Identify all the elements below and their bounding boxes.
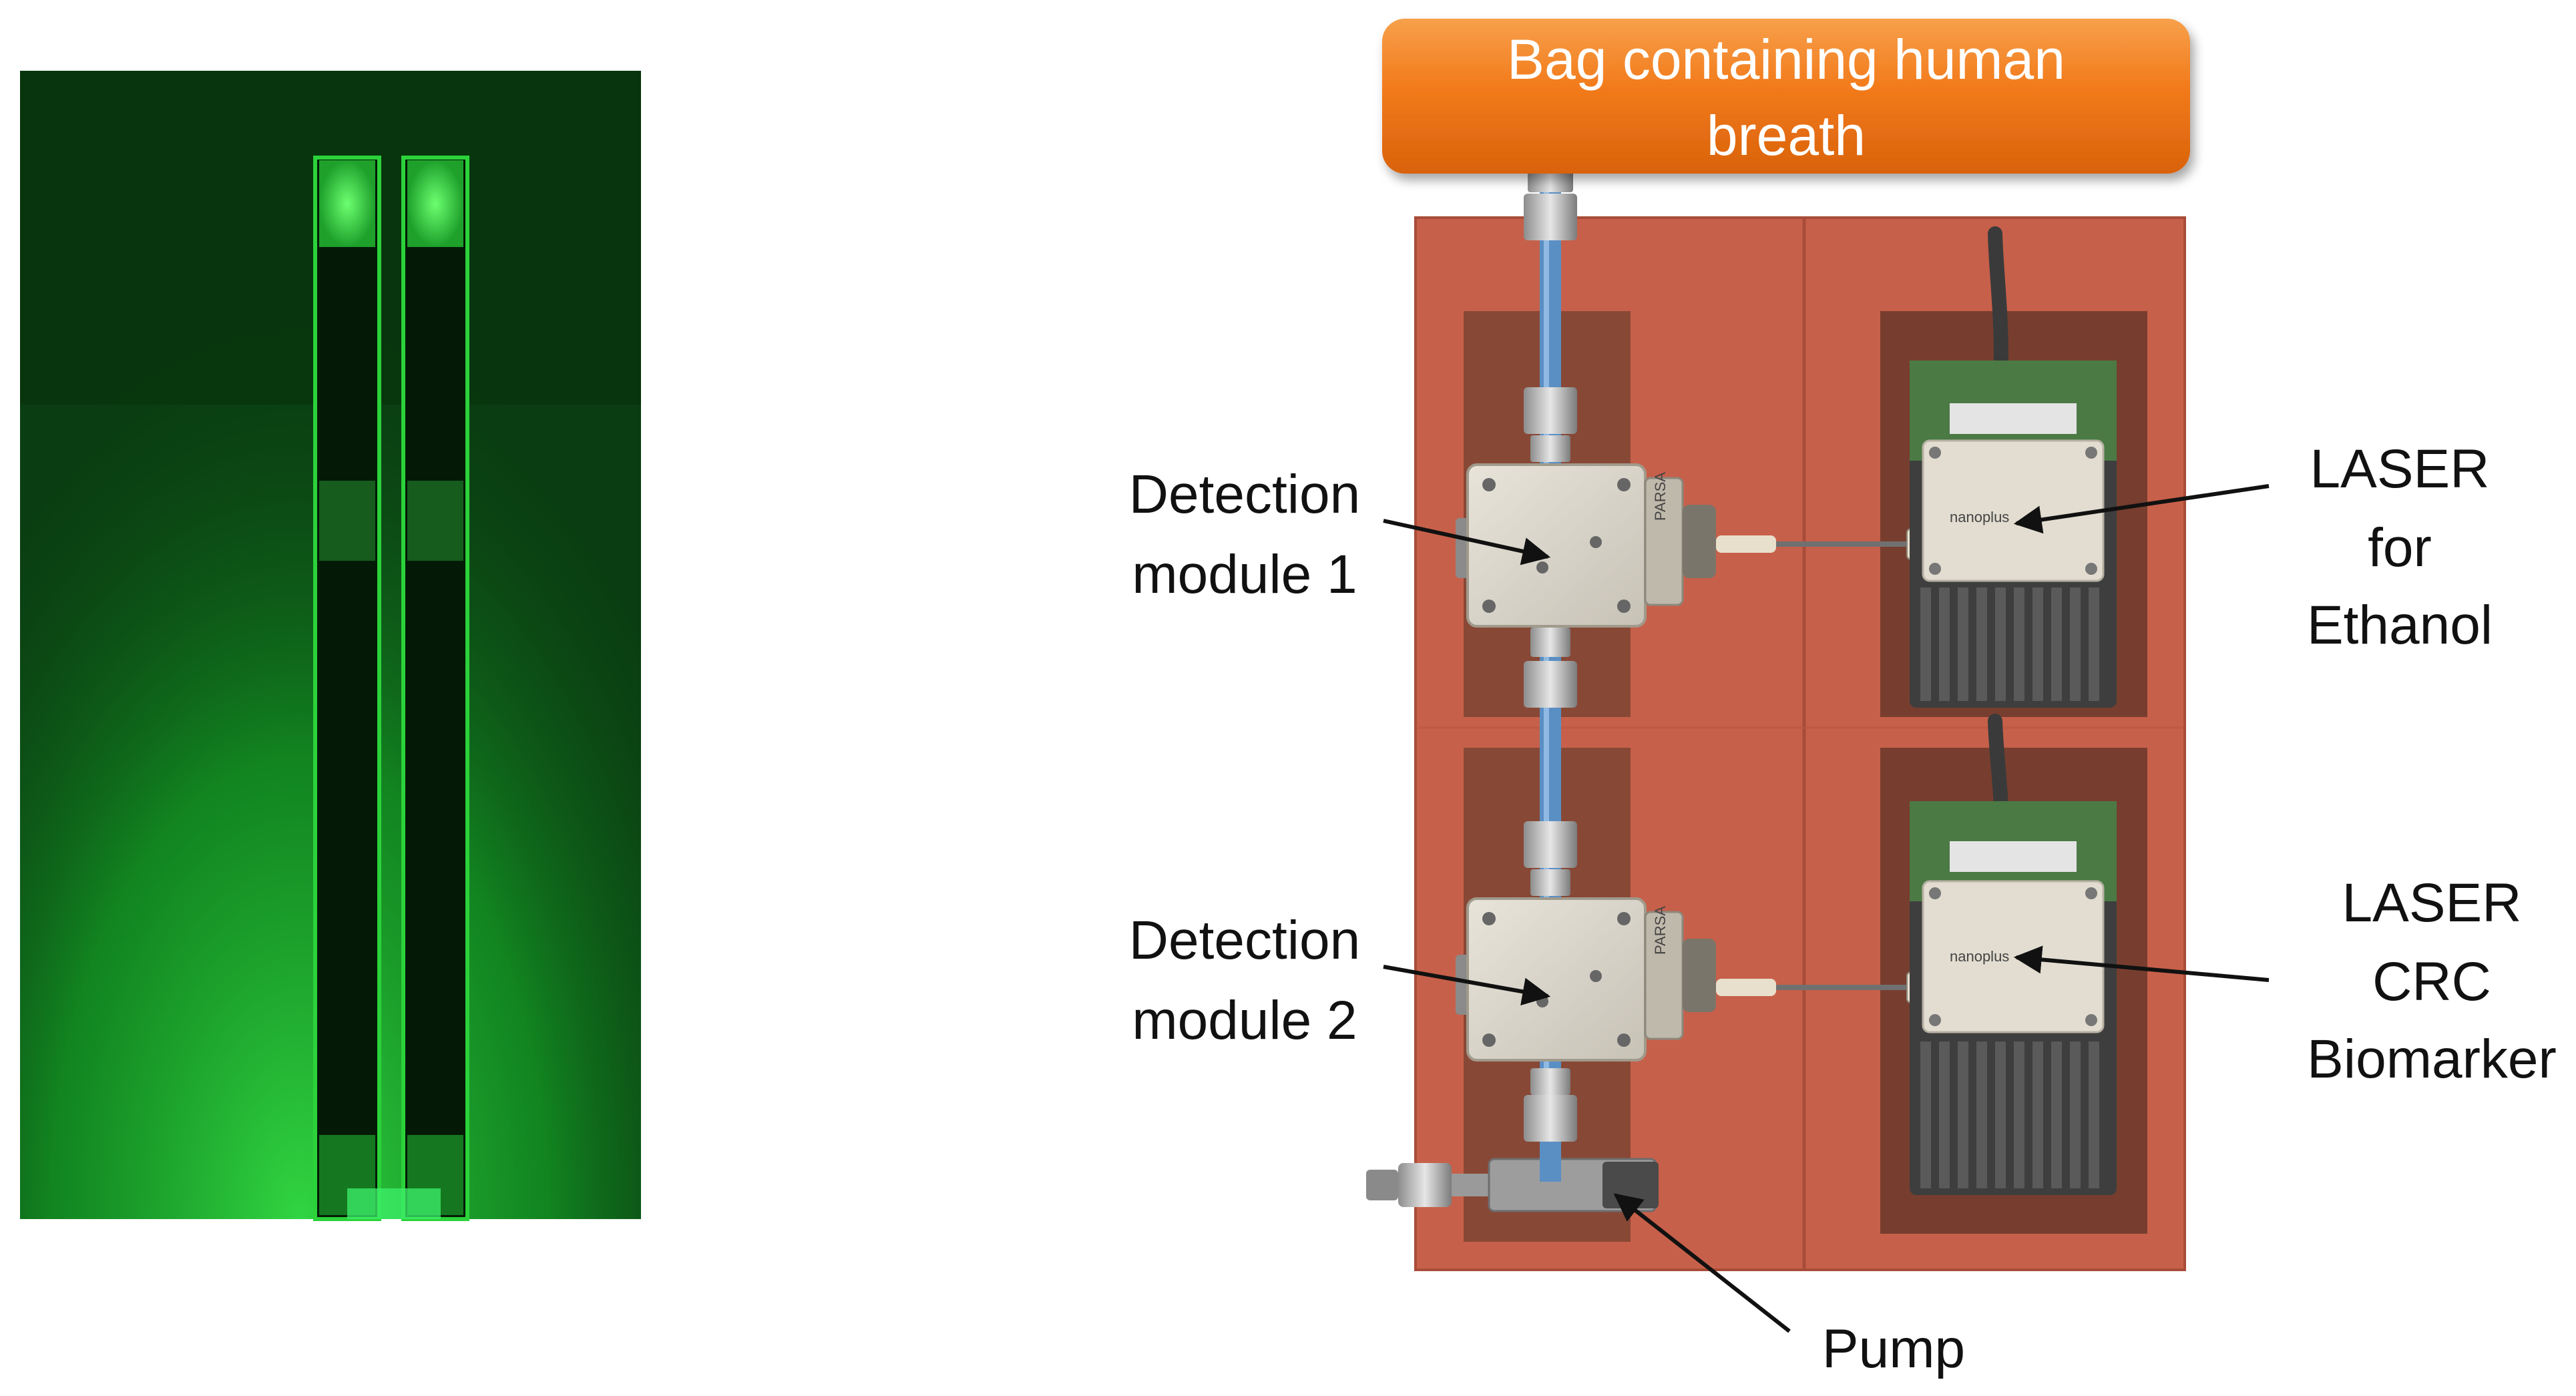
detection-module-2-arrow [1383, 965, 1551, 1006]
detection-module-1-arrow [1383, 519, 1551, 565]
cuvette-right [401, 156, 469, 1221]
detection-module-2-label-line-1: Detection [1129, 910, 1360, 971]
laser-ethanol: nanoplus [1910, 226, 2117, 708]
bag-label-line-2: breath [1707, 104, 1866, 167]
laser-ethanol-label-line-2: for [2368, 517, 2432, 578]
pump-arrow [1613, 1193, 1791, 1333]
laser-crc: nanoplus [1910, 714, 2117, 1195]
laser-1-brand: nanoplus [1950, 509, 2009, 525]
detection-module-1-label-line-2: module 1 [1132, 544, 1357, 605]
breath-bag-banner [1382, 19, 2190, 174]
cuvette-left [313, 156, 381, 1221]
detection-module-1-label-line-1: Detection [1129, 464, 1360, 525]
module-1-marking: PARSA [1652, 472, 1669, 521]
fittings [1524, 166, 1577, 1142]
laser-crc-label-line-3: Biomarker [2307, 1029, 2557, 1090]
laser-crc-label-line-1: LASER [2342, 873, 2522, 933]
detection-module-2: PARSA [1456, 897, 1716, 1062]
laser-ethanol-label-line-3: Ethanol [2307, 595, 2493, 656]
laser-2-brand: nanoplus [1950, 948, 2009, 965]
pump-label: Pump [1822, 1319, 1965, 1379]
bag-label-line-1: Bag containing human [1507, 28, 2065, 91]
module-2-marking: PARSA [1652, 906, 1669, 955]
laser-ethanol-arrow [2013, 484, 2270, 534]
laser-ethanol-label-line-1: LASER [2310, 439, 2490, 499]
detection-module-1: PARSA [1456, 463, 1716, 628]
green-fluorescence-photo [20, 71, 641, 1221]
detection-module-2-label-line-2: module 2 [1132, 990, 1357, 1051]
laser-crc-arrow [2013, 945, 2270, 982]
laser-crc-label-line-2: CRC [2372, 951, 2491, 1012]
